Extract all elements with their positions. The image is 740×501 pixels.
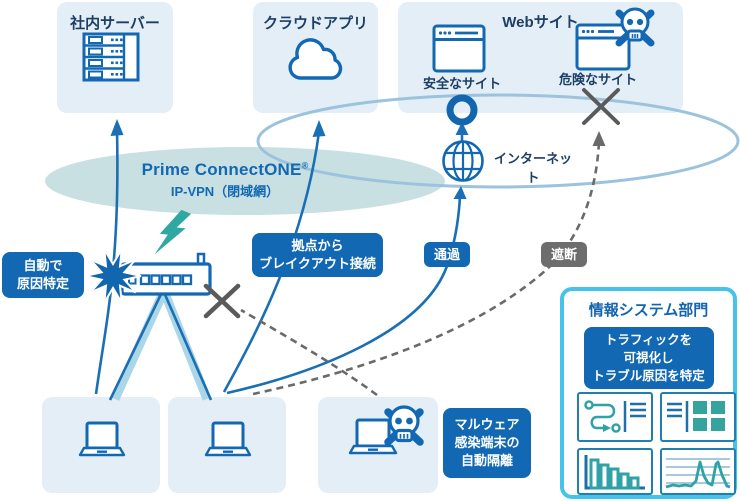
it-department-panel: 情報システム部門 トラフィックを 可視化し トラブル原因を特定 <box>560 287 737 499</box>
burst-icon <box>84 248 142 304</box>
server-rack-icon <box>82 32 140 82</box>
pass-callout: 通過 <box>424 242 470 267</box>
grid-chart-icon <box>667 401 725 432</box>
internet-ellipse <box>256 93 740 189</box>
link-malware-blocked <box>240 308 378 397</box>
auto-cause-callout: 自動で 原因特定 <box>2 252 84 298</box>
safe-site-label: 安全なサイト <box>422 76 501 91</box>
internet-label: インターネット <box>493 151 572 185</box>
browser-icon <box>432 24 486 73</box>
link-lan-band <box>108 279 213 401</box>
block-x-router-icon <box>203 283 241 319</box>
route-chart-icon <box>584 400 646 433</box>
link-breakout-internet <box>226 186 467 395</box>
link-breakout-cloud <box>222 120 326 393</box>
lightning-icon <box>154 209 192 255</box>
dashboard-route-panel <box>577 392 653 442</box>
dashboard-line-panel <box>660 448 736 495</box>
vpn-label: Prime ConnectONE® IP-VPN（閉域網） <box>105 160 345 200</box>
laptop2-icon <box>204 421 252 457</box>
malware-isolation-callout: マルウェア 感染端末の 自動隔離 <box>443 408 531 478</box>
vpn-ellipse <box>45 147 445 215</box>
cloud-title: クラウドアプリ <box>262 15 368 32</box>
breakout-callout: 拠点から ブレイクアウト接続 <box>252 233 383 277</box>
bar-chart-icon <box>584 454 645 489</box>
web-title: Webサイト <box>502 14 579 31</box>
cloud-icon <box>288 38 343 80</box>
globe-icon <box>442 140 484 182</box>
laptop1-icon <box>78 421 126 457</box>
malware-skull-icon <box>384 405 424 446</box>
block-callout: 遮断 <box>541 242 587 267</box>
browser-skull-icon <box>575 23 631 71</box>
malware-laptop-icon <box>348 418 398 455</box>
vpn-name: Prime ConnectONE <box>141 160 302 179</box>
danger-site-label: 危険なサイト <box>558 72 637 87</box>
dashboard-bar-panel <box>577 448 653 495</box>
traffic-visualize-callout: トラフィックを 可視化し トラブル原因を特定 <box>583 327 714 389</box>
link-danger-blocked <box>252 131 606 396</box>
dashboard-grid-panel <box>660 392 736 442</box>
it-department-title: 情報システム部門 <box>588 302 709 319</box>
vpn-subtitle: IP-VPN（閉域網） <box>170 184 280 199</box>
server-node-box: 社内サーバー <box>57 2 173 113</box>
vpn-reg-mark: ® <box>301 160 309 171</box>
skull-icon <box>615 7 655 47</box>
dashboard-grid <box>577 392 736 495</box>
server-title: 社内サーバー <box>70 15 160 32</box>
line-chart-icon <box>665 457 731 488</box>
block-x-danger-icon <box>582 88 620 125</box>
allow-circle-icon <box>446 94 478 126</box>
